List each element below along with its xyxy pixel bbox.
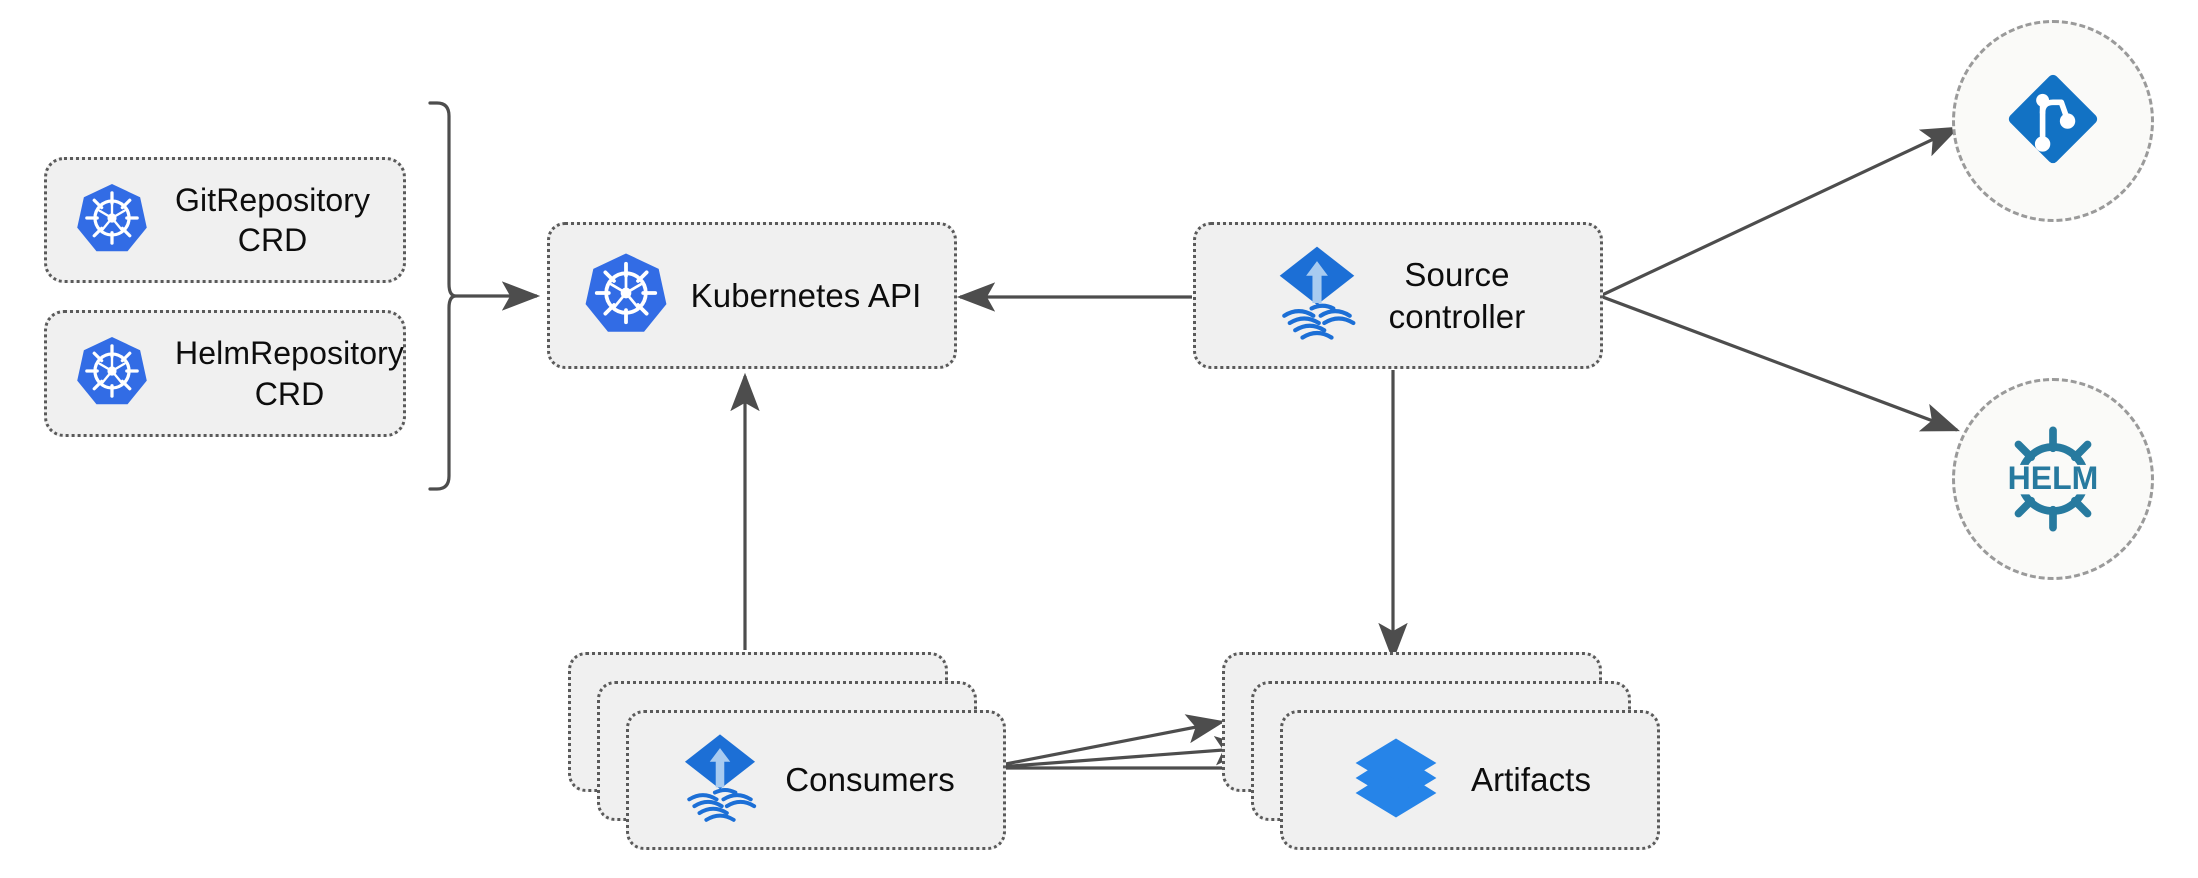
node-git-source[interactable] xyxy=(1952,20,2154,222)
kubernetes-icon xyxy=(75,181,149,260)
node-helm-source[interactable]: HELM xyxy=(1952,378,2154,580)
edge-consumers-to-artifacts-middle xyxy=(984,735,1254,770)
node-label: Artifacts xyxy=(1470,761,1592,799)
node-label: Source controller xyxy=(1388,255,1526,335)
node-label: Kubernetes API xyxy=(690,276,922,314)
node-artifacts[interactable]: Artifacts xyxy=(1280,710,1660,850)
layers-icon xyxy=(1349,731,1443,830)
crd-bracket xyxy=(428,101,457,491)
node-consumers[interactable]: Consumers xyxy=(626,710,1006,850)
node-helm-repository-crd[interactable]: HelmRepository CRD xyxy=(44,310,406,437)
node-label: GitRepository CRD xyxy=(175,181,371,258)
git-icon xyxy=(2001,67,2105,176)
flux-icon xyxy=(677,731,763,830)
node-source-controller[interactable]: Source controller xyxy=(1193,222,1603,369)
edge-consumers-to-artifacts-back xyxy=(984,714,1226,770)
helm-wordmark: HELM xyxy=(2008,460,2099,496)
node-git-repository-crd[interactable]: GitRepository CRD xyxy=(44,157,406,283)
node-kubernetes-api[interactable]: Kubernetes API xyxy=(547,222,957,369)
kubernetes-icon xyxy=(583,250,669,341)
kubernetes-icon xyxy=(75,334,149,413)
flux-icon xyxy=(1271,243,1363,348)
helm-icon: HELM xyxy=(1989,415,2117,543)
node-label: Consumers xyxy=(785,761,955,799)
edge-source-controller-to-helm xyxy=(1599,294,1960,432)
node-label: HelmRepository CRD xyxy=(175,335,405,412)
edge-source-controller-to-git xyxy=(1599,126,1960,298)
